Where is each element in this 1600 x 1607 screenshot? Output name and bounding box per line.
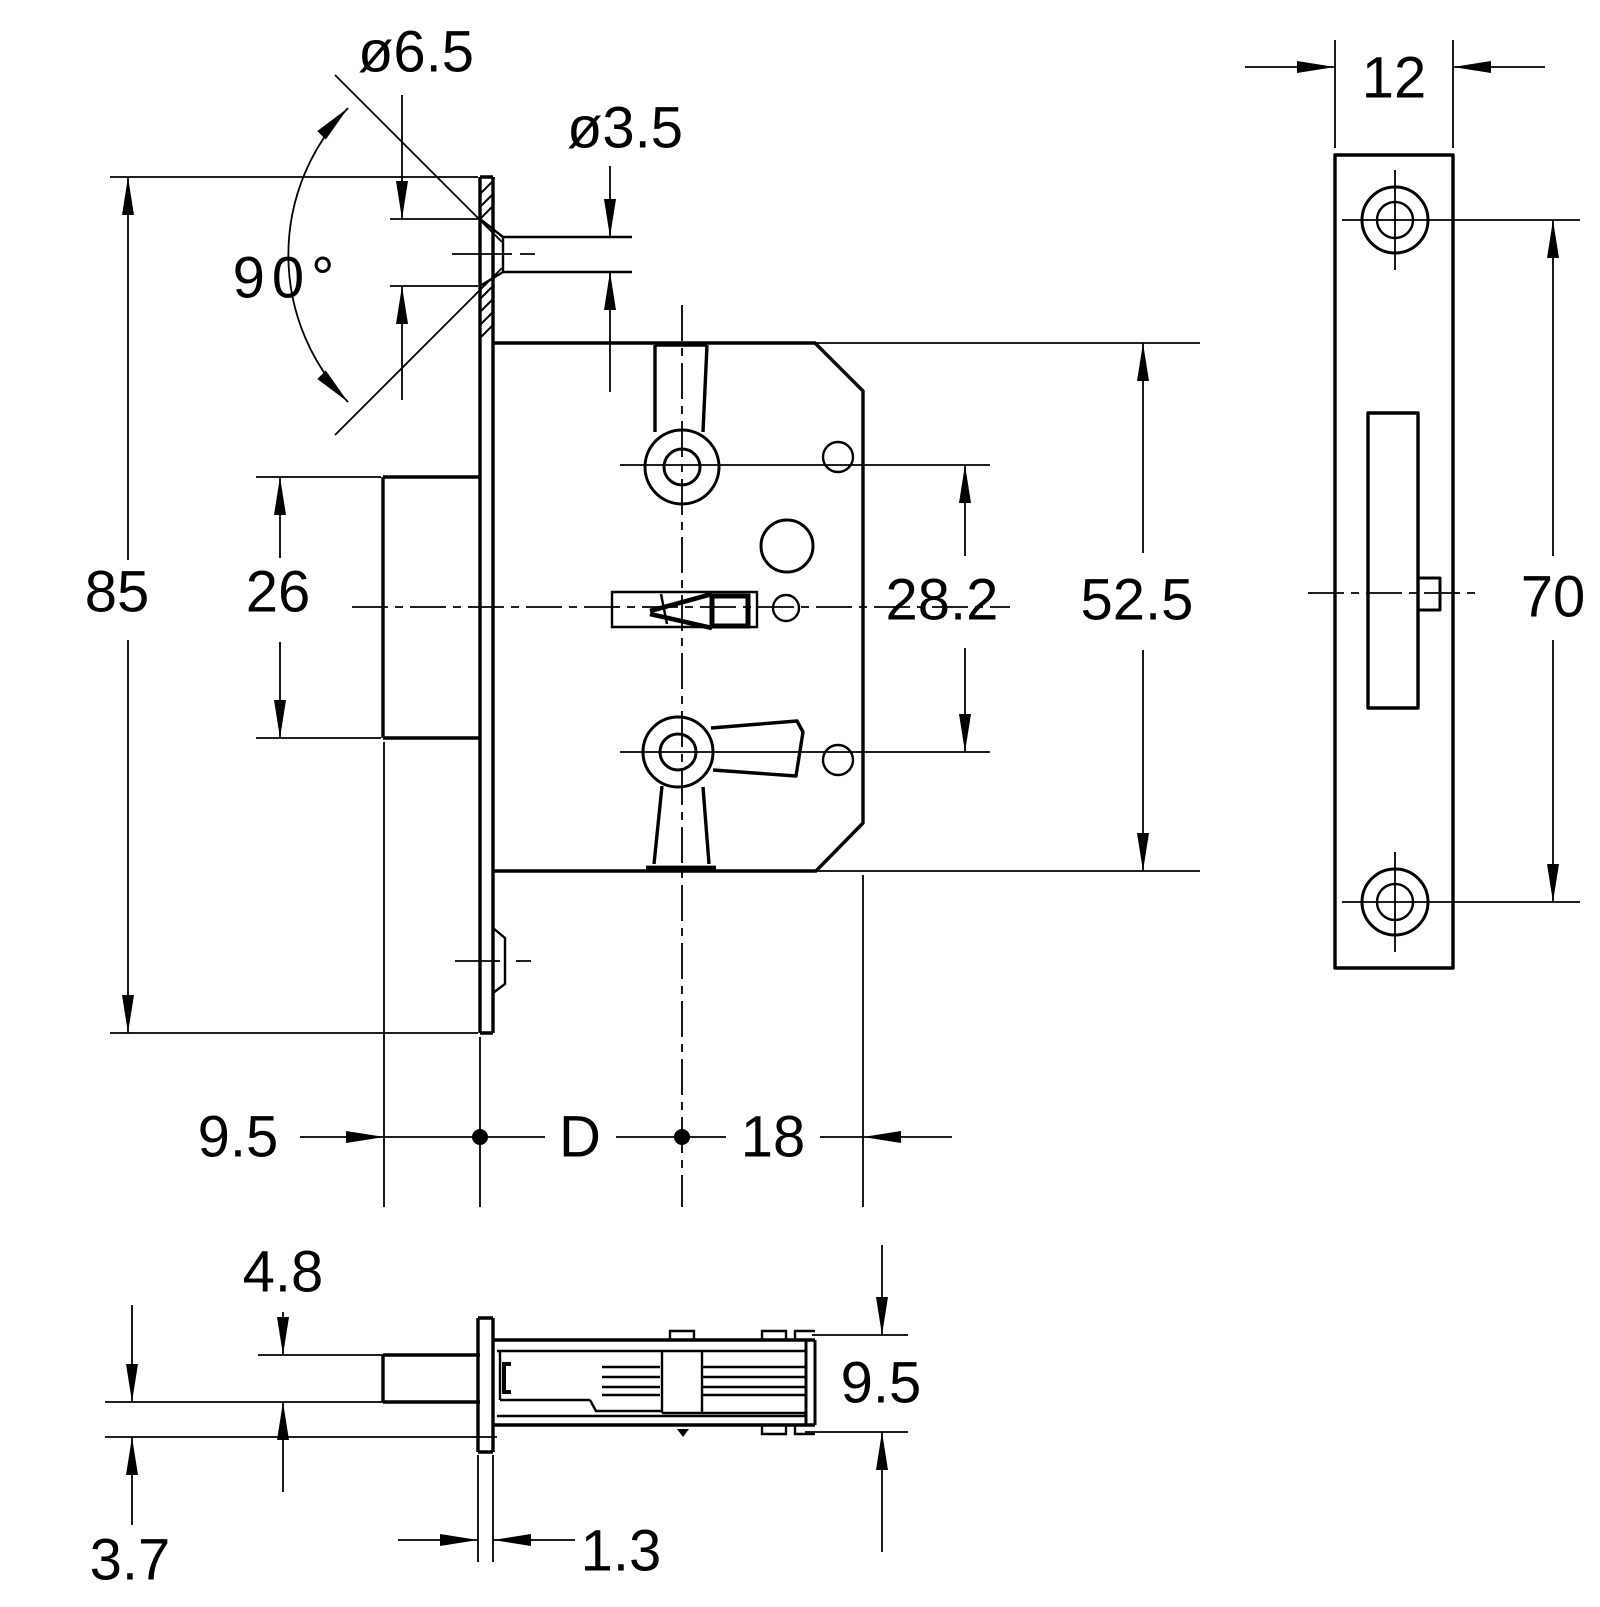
front-view: 90° ø6.5 ø3.5 85 26 [85,20,1200,1207]
screw-hole-bottom [1342,852,1580,952]
keyhole-slot [610,590,801,631]
dim-28-2-group: 28.2 [620,464,999,753]
lower-lever [641,715,805,871]
dim-1-3-group: 1.3 [398,1455,661,1584]
dim-case-thickness: 9.5 [841,1351,922,1416]
dim-hole-spacing: 28.2 [886,568,999,633]
dim-countersink-angle: 90° [233,246,342,311]
dim-pilot-hole-group: ø3.5 [567,96,683,392]
ref-dot-faceplate [472,1129,488,1145]
dim-bolt-offset: 3.7 [90,1528,171,1593]
faceplate-outline [1333,153,1455,970]
dim-faceplate-width: 12 [1362,46,1427,111]
dim-backset-row: 9.5 D 18 [198,742,952,1207]
dim-bolt-height: 26 [246,560,311,625]
bottom-countersink [455,927,531,994]
dim-70-group: 70 [1521,220,1586,902]
countersink-angle-annotation: 90° [233,74,503,436]
faceplate-section [478,175,495,1035]
side-view: 4.8 3.7 9.5 1.3 [90,1240,922,1593]
side-bolt [381,1353,480,1404]
rivet-hole-top [821,440,855,474]
dim-faceplate-thickness: 1.3 [581,1519,662,1584]
dim-countersink-dia: ø6.5 [358,20,474,85]
side-case [493,1329,817,1436]
dim-faceplate-height: 85 [85,560,150,625]
dim-bolt-thickness: 4.8 [243,1240,324,1305]
dim-countersink-dia-group: ø6.5 [358,20,478,400]
side-faceplate [476,1316,495,1454]
rivet-hole-bottom [821,743,855,777]
bolt-cutout [1366,411,1442,710]
dim-backset: D [559,1105,601,1170]
ref-dot-axis [674,1129,690,1145]
dim-9-5-case-group: 9.5 [805,1245,921,1552]
dim-26-group: 26 [246,476,381,739]
dim-52-5-group: 52.5 [815,342,1200,872]
dim-edge-distance: 18 [741,1105,806,1170]
screw-hole-top [1342,170,1580,270]
faceplate-view: 12 70 [1245,40,1586,970]
spindle-hole [759,518,815,574]
dim-3-7-group: 3.7 [90,1305,497,1593]
center-mark [677,1429,689,1437]
dim-bolt-projection: 9.5 [198,1105,279,1170]
dim-12-group: 12 [1245,40,1545,148]
dim-screw-spacing: 70 [1521,565,1586,630]
dim-case-height: 52.5 [1081,568,1194,633]
side-mechanism [498,1351,806,1437]
dim-85-group: 85 [85,176,478,1034]
dim-4-8-group: 4.8 [105,1240,383,1492]
dim-pilot-hole-dia: ø3.5 [567,96,683,161]
